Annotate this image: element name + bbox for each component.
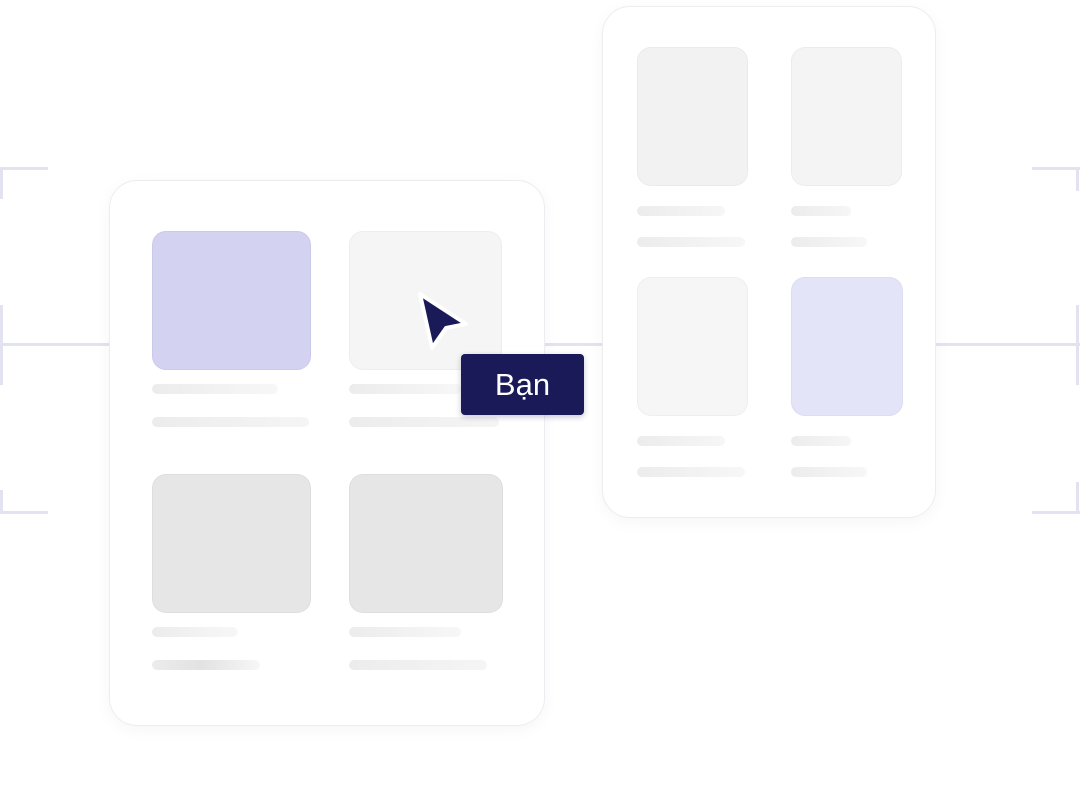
middle-connector [500, 343, 632, 346]
text-placeholder [349, 660, 487, 670]
text-placeholder [637, 206, 725, 216]
left-connector [0, 343, 148, 346]
text-placeholder [637, 436, 725, 446]
text-placeholder [791, 237, 867, 247]
text-placeholder [152, 417, 309, 427]
right-connector [930, 343, 1080, 346]
text-placeholder [349, 627, 461, 637]
user-cursor-label: Bạn [461, 354, 584, 415]
card-tile-highlighted[interactable] [152, 231, 311, 370]
card-tile-highlighted [791, 277, 903, 416]
card-tile [637, 47, 748, 186]
right-bracket-top-edge [1076, 167, 1079, 191]
right-bracket-bottom-edge [1076, 482, 1079, 514]
text-placeholder [152, 660, 260, 670]
left-bracket-bottom-edge [0, 490, 3, 514]
text-placeholder [791, 467, 867, 477]
left-bracket-top [0, 167, 48, 170]
wireframe-card-left [109, 180, 545, 726]
right-bracket-top [1032, 167, 1080, 170]
wireframe-card-right [602, 6, 936, 518]
mouse-pointer-icon [412, 290, 472, 354]
text-placeholder [152, 627, 238, 637]
text-placeholder [152, 384, 278, 394]
left-bracket-top-edge [0, 167, 3, 199]
text-placeholder [791, 436, 851, 446]
text-placeholder [637, 237, 745, 247]
text-placeholder [349, 417, 499, 427]
text-placeholder [637, 467, 745, 477]
right-bracket-bottom [1032, 511, 1080, 514]
text-placeholder [349, 384, 461, 394]
card-tile[interactable] [349, 474, 503, 613]
card-tile[interactable] [152, 474, 311, 613]
text-placeholder [791, 206, 851, 216]
card-tile [791, 47, 902, 186]
left-bracket-bottom [0, 511, 48, 514]
card-tile [637, 277, 748, 416]
